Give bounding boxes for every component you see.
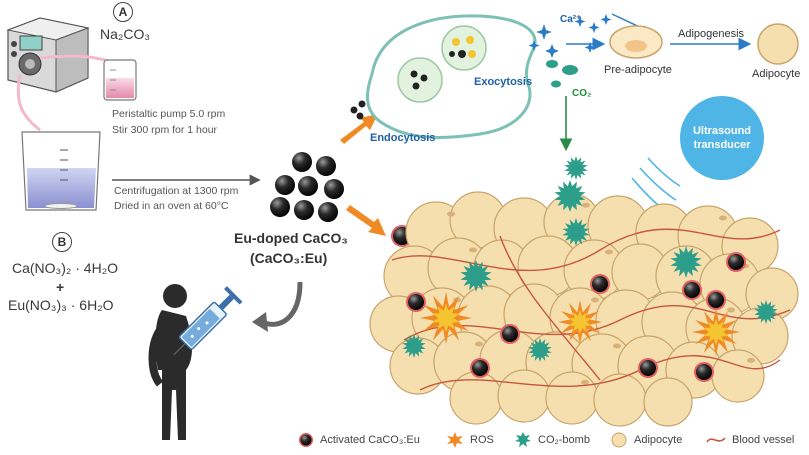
tissue-nucleus — [719, 215, 727, 221]
endocytosis-arrow — [340, 114, 378, 144]
activated-particle-core — [728, 254, 744, 270]
activated-particle-core — [684, 282, 700, 298]
exocytosis-label: Exocytosis — [474, 76, 533, 88]
legend-activated: Activated CaCO₃:Eu — [298, 432, 420, 448]
co2-bomb — [670, 246, 702, 278]
co2-bomb — [460, 260, 492, 292]
centrifuge-text: Centrifugation at 1300 rpm — [114, 185, 239, 197]
ros-core — [568, 309, 592, 335]
activated-particle-core — [472, 360, 488, 376]
co2-bomb — [754, 300, 778, 324]
tissue-nucleus — [591, 297, 599, 303]
ca-reagent-text: Ca(NO₃)₂ · 4H₂O — [12, 260, 119, 276]
caco3-eu-particles — [270, 152, 344, 222]
stir-text: Stir 300 rpm for 1 hour — [112, 124, 218, 136]
tissue-nucleus — [447, 211, 455, 217]
tissue-nucleus — [605, 249, 613, 255]
legend-blood-vessel: Blood vessel — [706, 432, 794, 448]
blood-vessel — [403, 305, 791, 341]
legend-co2-bomb: CO₂-bomb — [514, 432, 590, 448]
activated-particle-core — [502, 326, 518, 342]
plus-sign: + — [56, 279, 65, 295]
delivery-arrow — [346, 205, 386, 236]
human-silhouette-icon — [148, 284, 192, 440]
tissue-adipocyte — [711, 349, 765, 403]
tissue-adipocyte — [593, 373, 647, 427]
product-name: Eu-doped CaCO₃ — [234, 230, 348, 246]
vesicle — [397, 57, 443, 103]
vesicle — [441, 25, 487, 71]
syringe-icon — [173, 286, 243, 356]
adipogenesis-label: Adipogenesis — [678, 28, 745, 40]
endocytosis-label: Endocytosis — [370, 132, 436, 144]
tissue-nucleus — [475, 341, 483, 347]
label-a: A — [113, 2, 133, 22]
blood-vessel — [499, 235, 601, 381]
co2-bomb — [564, 156, 588, 180]
adipocyte-label: Adipocyte — [752, 68, 801, 80]
product-formula: (CaCO₃:Eu) — [250, 250, 328, 266]
legend-ros: ROS — [446, 432, 494, 448]
dried-text: Dried in an oven at 60°C — [114, 200, 229, 212]
activated-particle-core — [708, 292, 724, 308]
ros-core — [432, 303, 460, 333]
na2co3-label: Na₂CO₃ — [100, 26, 151, 42]
ultrasound-transducer: Ultrasound transducer — [680, 96, 764, 180]
beaker-icon — [21, 131, 101, 211]
eu-reagent-text: Eu(NO₃)₃ · 6H₂O — [8, 297, 114, 313]
co2-bomb — [562, 218, 590, 246]
tissue-nucleus — [581, 379, 589, 385]
pump-speed-text: Peristaltic pump 5.0 rpm — [112, 108, 226, 120]
tissue-nucleus — [727, 307, 735, 313]
pre-adipocyte-label: Pre-adipocyte — [604, 64, 672, 76]
activated-particle-core — [696, 364, 712, 380]
activated-particle-core — [640, 360, 656, 376]
co2-bomb — [528, 338, 552, 362]
tissue-nucleus — [582, 202, 590, 208]
label-b: B — [52, 232, 72, 252]
co2-bomb — [402, 334, 426, 358]
tissue-adipocyte — [497, 369, 551, 423]
activated-particle-core — [408, 294, 424, 310]
tissue-nucleus — [747, 357, 755, 363]
blood-vessel — [391, 228, 781, 272]
activated-particle-core — [592, 276, 608, 292]
adipocyte-cell — [757, 23, 799, 65]
peristaltic-pump-icon — [6, 17, 90, 93]
injection-arrow — [260, 281, 303, 327]
ros-core — [703, 318, 729, 346]
tissue-nucleus — [613, 343, 621, 349]
beaker-icon — [103, 59, 137, 101]
co2-bomb — [554, 180, 586, 212]
co2-label: CO₂ — [572, 88, 592, 99]
tissue-adipocyte — [643, 377, 693, 427]
tissue-adipocyte — [545, 371, 599, 425]
ca-ion-label: Ca²⁺ — [560, 14, 582, 25]
sparkle-icon — [528, 14, 612, 58]
tissue-nucleus — [469, 247, 477, 253]
adipose-tissue — [369, 156, 799, 427]
cell-membrane — [366, 14, 537, 139]
legend-adipocyte: Adipocyte — [610, 432, 682, 448]
